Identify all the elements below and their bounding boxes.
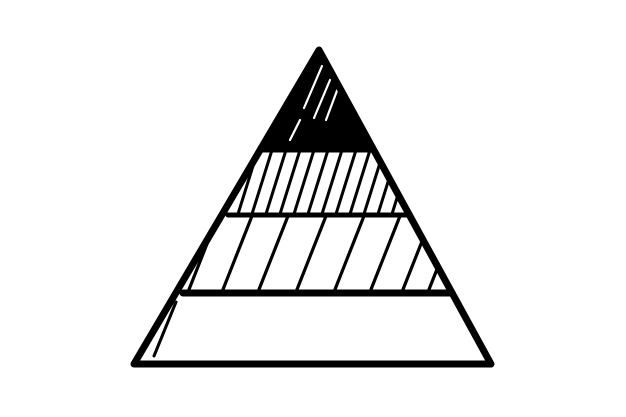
tier-base-highlight [152, 300, 178, 358]
tier-top-solid [264, 50, 374, 150]
pyramid-tiers [152, 50, 460, 358]
tier-top-highlights [288, 64, 340, 142]
pyramid-outline [130, 46, 495, 368]
tier-dividers [179, 147, 456, 297]
